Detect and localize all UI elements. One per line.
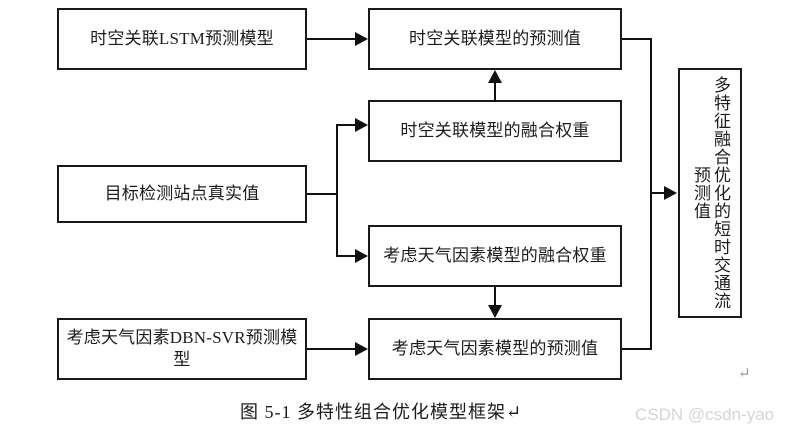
node-st-prediction: 时空关联模型的预测值: [368, 8, 622, 70]
node-lstm-model: 时空关联LSTM预测模型: [57, 8, 307, 70]
edge-lstm-to-st-prediction-arrow: [355, 32, 368, 46]
node-st-weight-label: 时空关联模型的融合权重: [400, 121, 590, 141]
node-lstm-model-label: 时空关联LSTM预测模型: [90, 29, 274, 49]
edge-weather-weight-to-weather-prediction-line: [494, 287, 496, 306]
node-st-prediction-label: 时空关联模型的预测值: [409, 29, 581, 49]
node-dbn-svr-model-label: 考虑天气因素DBN-SVR预测模型: [66, 328, 298, 369]
edge-dbn-svr-to-weather-prediction-line: [307, 348, 355, 350]
edge-ground-truth-stem: [307, 193, 338, 195]
figure-caption: 图 5-1 多特性组合优化模型框架↵: [240, 402, 523, 422]
edge-lstm-to-st-prediction-line: [307, 38, 355, 40]
node-dbn-svr-model: 考虑天气因素DBN-SVR预测模型: [57, 318, 307, 380]
edge-st-prediction-to-merge-line: [622, 38, 652, 40]
edge-merge-to-final-output-line: [650, 192, 665, 194]
paragraph-mark-icon: ↵: [738, 366, 751, 382]
edge-ground-truth-trunk: [336, 124, 338, 257]
node-weather-weight-label: 考虑天气因素模型的融合权重: [383, 246, 607, 266]
edge-ground-truth-to-weather-weight-arrow: [355, 249, 368, 263]
node-st-weight: 时空关联模型的融合权重: [368, 100, 622, 162]
edge-ground-truth-to-st-weight-line: [336, 124, 355, 126]
node-weather-prediction-label: 考虑天气因素模型的预测值: [391, 339, 599, 359]
edge-st-weight-to-st-prediction-arrow: [488, 70, 502, 83]
edge-merge-bus: [650, 38, 652, 350]
edge-ground-truth-to-weather-weight-line: [336, 255, 355, 257]
edge-st-weight-to-st-prediction-line: [494, 82, 496, 102]
node-weather-prediction: 考虑天气因素模型的预测值: [368, 318, 622, 380]
edge-weather-prediction-to-merge-line: [622, 348, 652, 350]
edge-dbn-svr-to-weather-prediction-arrow: [355, 342, 368, 356]
node-final-output: 多特征融合优化的短时交通流预测值: [678, 68, 742, 318]
edge-merge-to-final-output-arrow: [664, 186, 677, 200]
edge-ground-truth-to-st-weight-arrow: [355, 118, 368, 132]
node-weather-weight: 考虑天气因素模型的融合权重: [368, 225, 622, 287]
node-ground-truth-label: 目标检测站点真实值: [104, 184, 260, 204]
csdn-watermark: CSDN @csdn-yao: [635, 405, 775, 424]
node-final-output-label: 多特征融合优化的短时交通流预测值: [691, 76, 731, 310]
edge-weather-weight-to-weather-prediction-arrow: [488, 305, 502, 318]
node-ground-truth: 目标检测站点真实值: [57, 165, 307, 223]
